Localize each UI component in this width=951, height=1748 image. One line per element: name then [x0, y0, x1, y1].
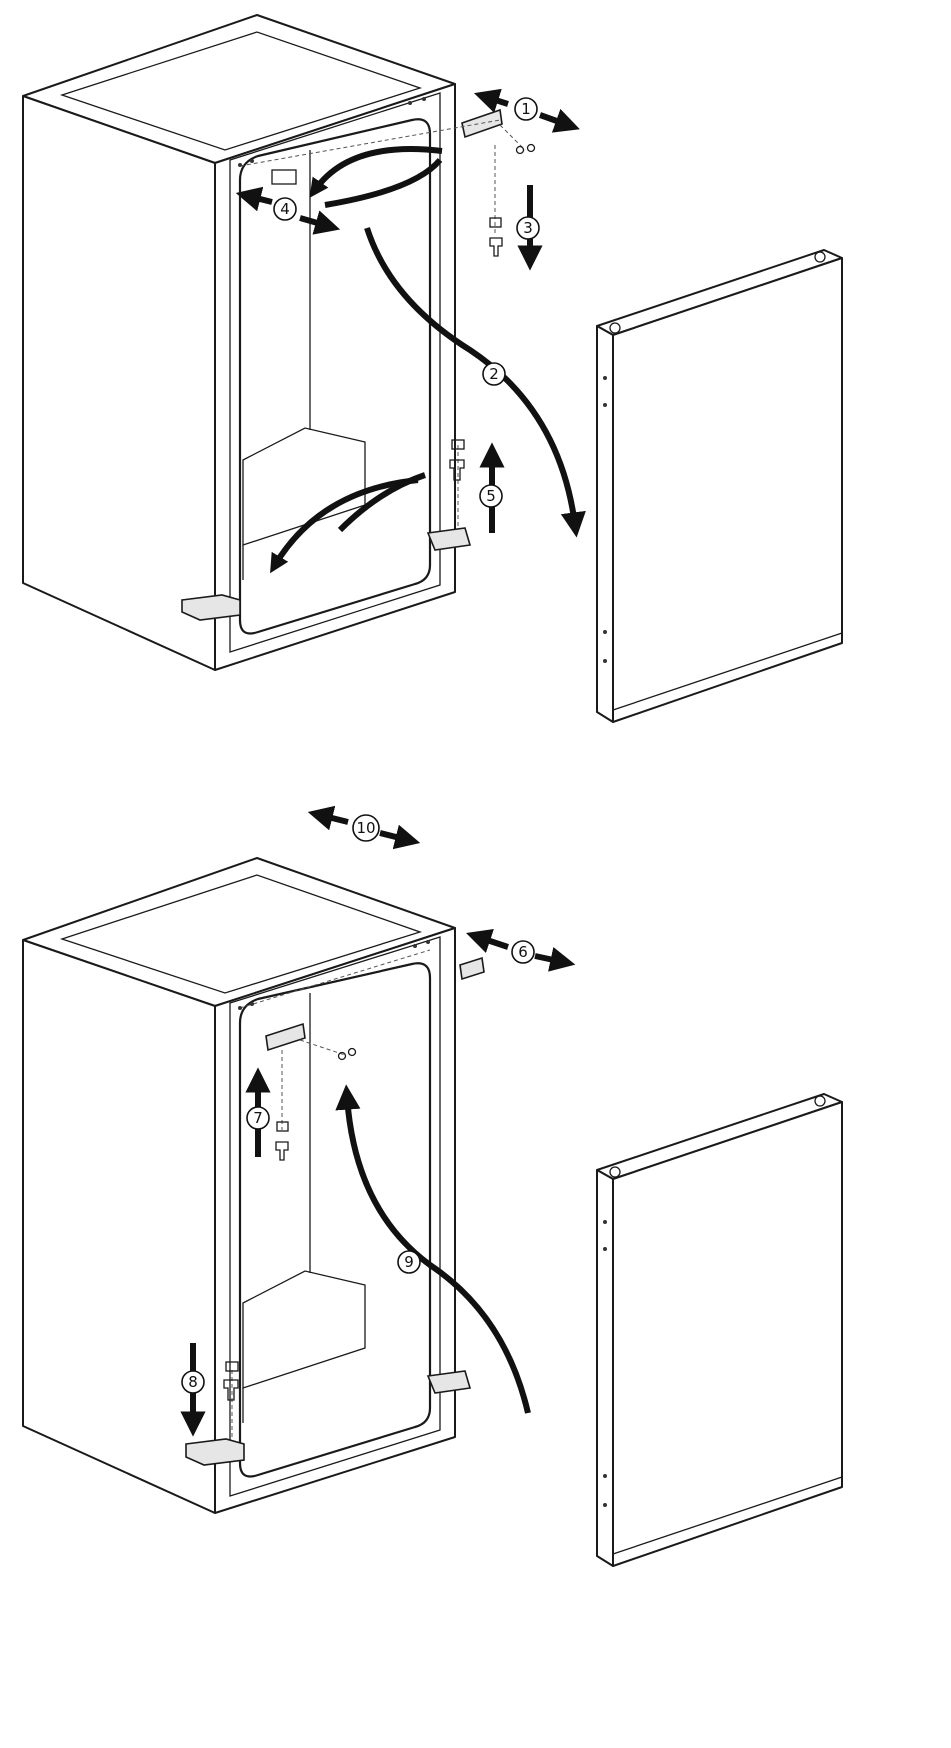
fridge-door-top [596, 249, 843, 723]
svg-text:6: 6 [518, 943, 528, 961]
callout-5: 5 [479, 484, 503, 508]
svg-text:10: 10 [356, 819, 375, 837]
bottom-scene: 6 7 8 9 10 [22, 805, 843, 1567]
svg-text:5: 5 [486, 487, 496, 505]
callout-1: 1 [514, 97, 538, 121]
svg-text:9: 9 [404, 1253, 414, 1271]
fridge-cabinet-bottom [22, 857, 485, 1514]
callout-7: 7 [246, 1106, 270, 1130]
svg-text:3: 3 [523, 219, 533, 237]
svg-text:1: 1 [521, 100, 531, 118]
svg-text:4: 4 [280, 200, 290, 218]
step-arrows-bottom [180, 805, 576, 1437]
fridge-cabinet-top [22, 14, 536, 671]
svg-text:8: 8 [188, 1373, 198, 1391]
callout-3: 3 [516, 216, 540, 240]
callout-9: 9 [397, 1250, 421, 1274]
step-arrows-top [235, 88, 586, 574]
svg-text:7: 7 [253, 1109, 263, 1127]
callout-8: 8 [181, 1370, 205, 1394]
callout-2: 2 [482, 362, 506, 386]
callout-4: 4 [273, 197, 297, 221]
fridge-door-bottom [596, 1093, 843, 1567]
callout-6: 6 [511, 940, 535, 964]
svg-text:2: 2 [489, 365, 499, 383]
top-scene: 1 2 3 4 5 [22, 14, 843, 723]
callout-10: 10 [352, 814, 380, 842]
